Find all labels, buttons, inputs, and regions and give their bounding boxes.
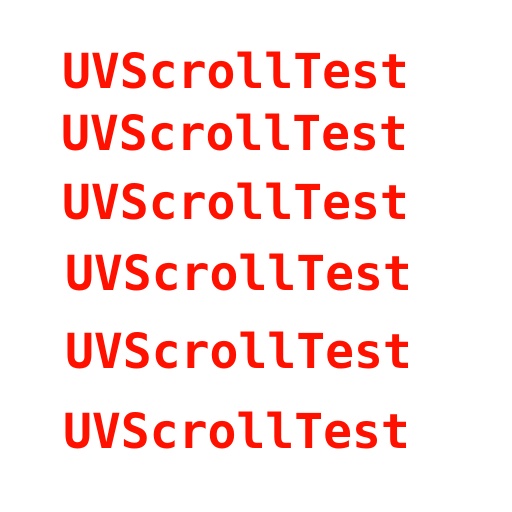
- scroll-text-line-2: UVScrollTest: [61, 106, 408, 162]
- scroll-text-line-3: UVScrollTest: [62, 175, 409, 231]
- scroll-text-line-6: UVScrollTest: [63, 404, 410, 460]
- scroll-text-line-5: UVScrollTest: [65, 324, 412, 380]
- scroll-text-line-4: UVScrollTest: [65, 246, 412, 302]
- scroll-text-line-1: UVScrollTest: [62, 44, 409, 100]
